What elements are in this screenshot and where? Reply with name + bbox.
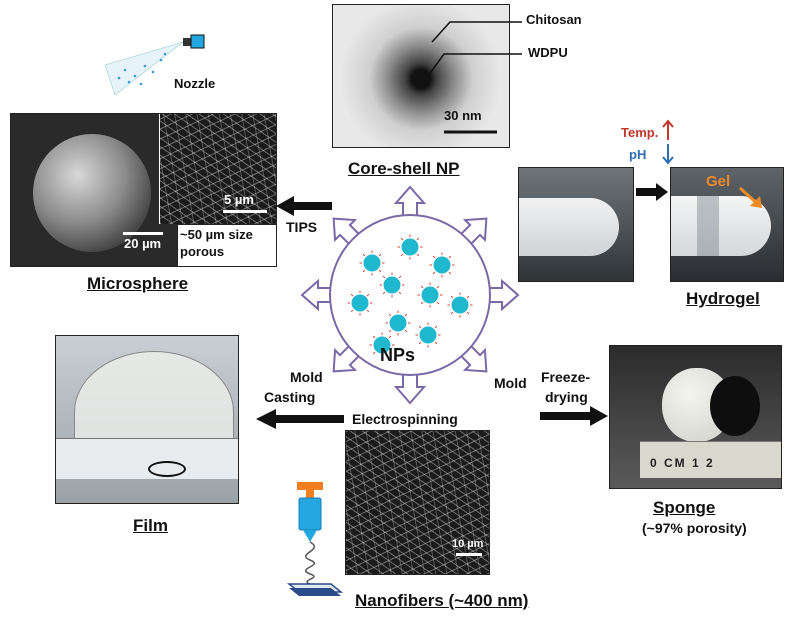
nanoparticle xyxy=(433,256,451,274)
tips-arrow xyxy=(276,196,332,216)
film-ruler xyxy=(56,438,238,479)
microsphere-caption: ~50 µm size porous xyxy=(180,227,253,259)
microsphere-sem-panel xyxy=(10,113,277,267)
sol-gel-arrow xyxy=(636,183,668,201)
gel-label: Gel xyxy=(706,173,731,190)
np-center-diagram xyxy=(300,185,520,405)
freeze-drying-arrow xyxy=(540,406,608,426)
mold-label-right: Mold xyxy=(494,375,527,391)
nanoparticle xyxy=(363,254,381,272)
core-shell-tem-image xyxy=(332,4,510,148)
nanoparticle xyxy=(401,238,419,256)
ph-label: pH xyxy=(629,147,647,162)
nozzle-spray-icon xyxy=(104,34,205,96)
hydrogel-title: Hydrogel xyxy=(686,289,760,308)
nanoparticle xyxy=(389,314,407,332)
tips-label: TIPS xyxy=(286,219,318,235)
sponge-photo: 0 CM 1 2 xyxy=(609,345,782,489)
particles xyxy=(347,234,473,358)
microsphere-scale-left: 20 µm xyxy=(124,236,162,251)
arrow-left xyxy=(300,278,333,312)
nanoparticle xyxy=(383,276,401,294)
caption-box xyxy=(177,224,276,266)
core-shell-scale: 30 nm xyxy=(444,108,482,123)
nanofibers-title: Nanofibers (~400 nm) xyxy=(355,591,529,610)
electrospinning-icon xyxy=(286,482,344,596)
arrow-up xyxy=(393,185,427,218)
hydrogel-sol-photo xyxy=(518,167,634,282)
nanoparticle xyxy=(421,286,439,304)
ruler-text: 0 CM 1 2 xyxy=(650,456,715,470)
nanofiber-sem-image xyxy=(345,430,490,575)
porous-surface-inset xyxy=(159,114,276,224)
mold-label-left: Mold xyxy=(290,369,323,385)
temp-ph-arrows xyxy=(662,119,674,165)
core-shell-pointers xyxy=(427,21,522,134)
film-photo xyxy=(55,335,239,504)
nanoparticle xyxy=(373,336,391,354)
microsphere-scale-right: 5 µm xyxy=(224,192,254,207)
casting-label: Casting xyxy=(264,389,316,405)
casting-arrow xyxy=(256,409,344,429)
np-label: NPs xyxy=(380,345,416,365)
scale-bar-left xyxy=(123,232,163,235)
freeze-label: Freeze- xyxy=(541,369,591,385)
temp-label: Temp. xyxy=(621,125,659,140)
nanofiber-scale: 10 µm xyxy=(452,538,484,550)
nanoparticle xyxy=(419,326,437,344)
electrospinning-label: Electrospinning xyxy=(352,411,458,427)
nozzle-label: Nozzle xyxy=(174,76,216,91)
arrow-right xyxy=(487,278,520,312)
microsphere-title: Microsphere xyxy=(87,274,189,293)
scale-bar-right xyxy=(223,210,267,213)
chitosan-label: Chitosan xyxy=(526,12,582,27)
gel-arrow xyxy=(738,186,762,208)
nanoparticle xyxy=(451,296,469,314)
sponge-subtitle: (~97% porosity) xyxy=(642,520,747,536)
sponge-title: Sponge xyxy=(653,498,716,517)
core-shell-title: Core-shell NP xyxy=(348,159,460,178)
film-title: Film xyxy=(133,516,168,535)
arrow-down xyxy=(393,372,427,405)
sponge-ruler xyxy=(640,441,781,478)
nanoparticle xyxy=(351,294,369,312)
wdpu-label: WDPU xyxy=(528,45,568,60)
drying-label: drying xyxy=(545,389,588,405)
